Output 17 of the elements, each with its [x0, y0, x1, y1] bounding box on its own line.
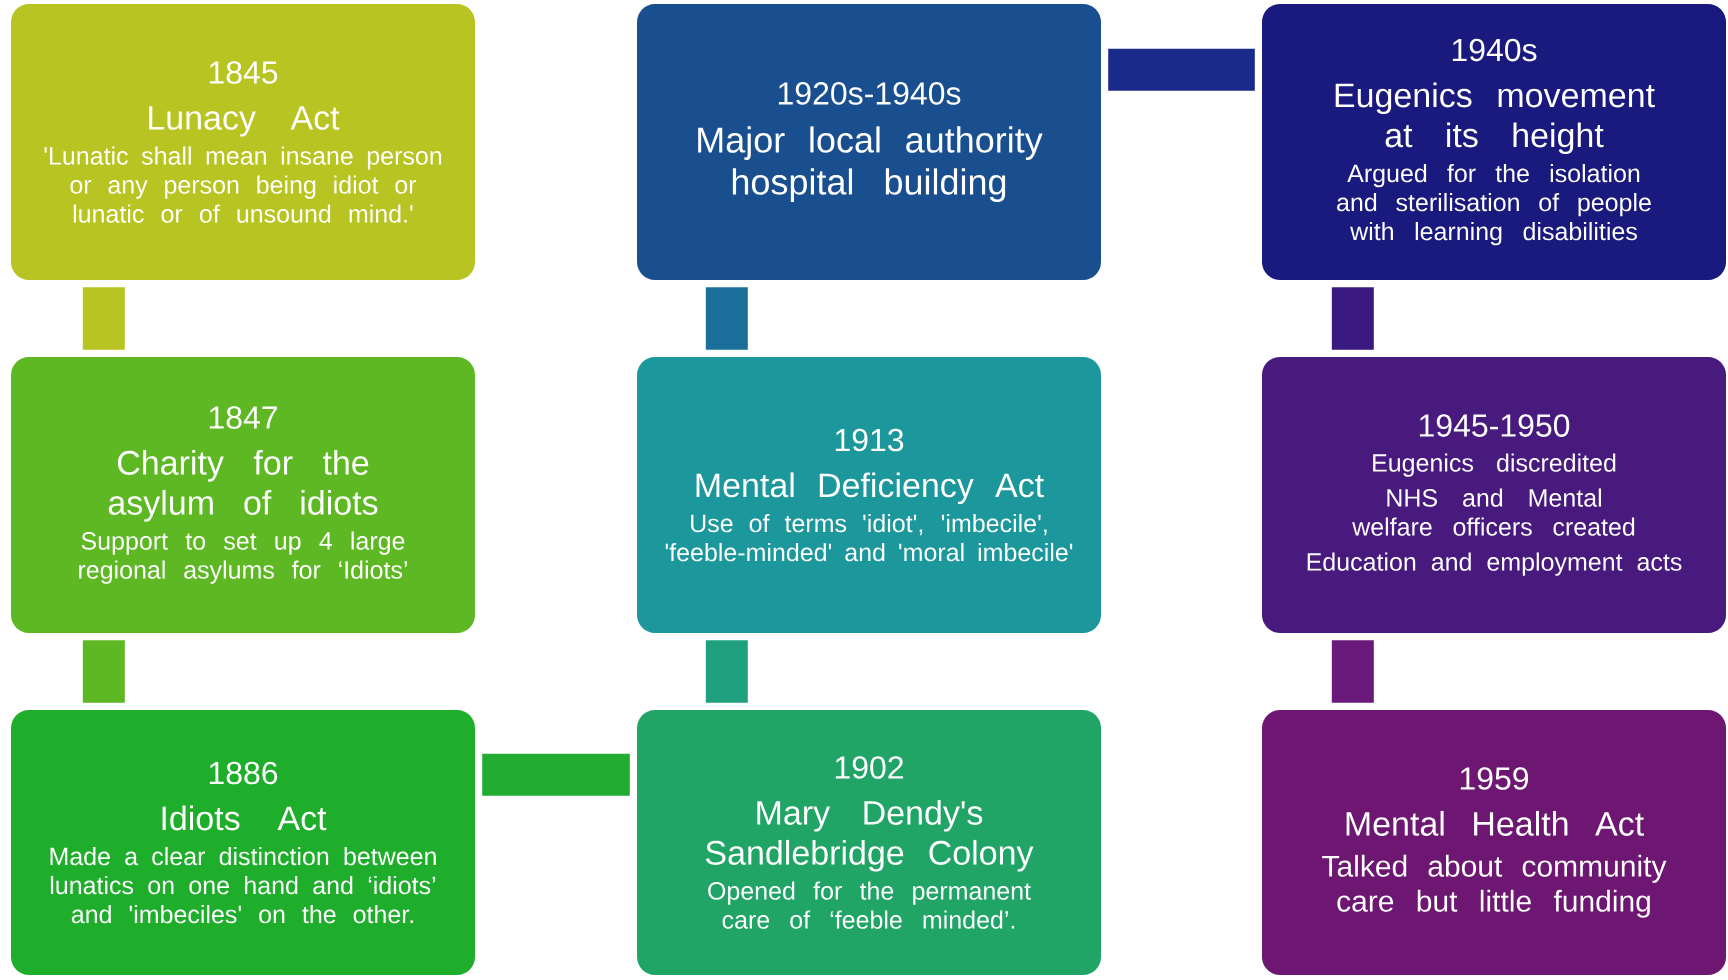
- timeline-box: 1845 Lunacy Act 'Lunatic shall mean insane person or any person being idiot or lunatic or of unsound mind.': [11, 4, 475, 280]
- timeline-box: 1913 Mental Deficiency Act Use of terms 'idiot', 'imbecile', 'feeble-minded' and 'moral imbecile': [637, 357, 1101, 633]
- timeline-box: 1920s-1940s Major local authority hospital building: [637, 4, 1101, 280]
- timeline-box: 1945-1950 Eugenics discredited NHS and Mental welfare officers created Education and employment acts: [1262, 357, 1726, 633]
- connector-bar: [705, 640, 748, 703]
- timeline-box: 1940s Eugenics movement at its height Argued for the isolation and sterilisation of people with learning disabilities: [1262, 4, 1726, 280]
- connector-bar: [82, 287, 125, 350]
- timeline-box: 1847 Charity for the asylum of idiots Support to set up 4 large regional asylums for ‘Idiots’: [11, 357, 475, 633]
- timeline-box: 1886 Idiots Act Made a clear distinction between lunatics on one hand and ‘idiots’ and 'imbeciles' on the other.: [11, 710, 475, 975]
- connector-bar: [1331, 287, 1374, 350]
- timeline-box: 1959 Mental Health Act Talked about community care but little funding: [1262, 710, 1726, 975]
- connector-bar: [82, 640, 125, 703]
- connector-bar: [1331, 640, 1374, 703]
- connector-bar: [705, 287, 748, 350]
- connector-bar: [1108, 48, 1255, 91]
- timeline-box: 1902 Mary Dendy's Sandlebridge Colony Opened for the permanent care of ‘feeble minded’.: [637, 710, 1101, 975]
- connector-bar: [482, 753, 630, 796]
